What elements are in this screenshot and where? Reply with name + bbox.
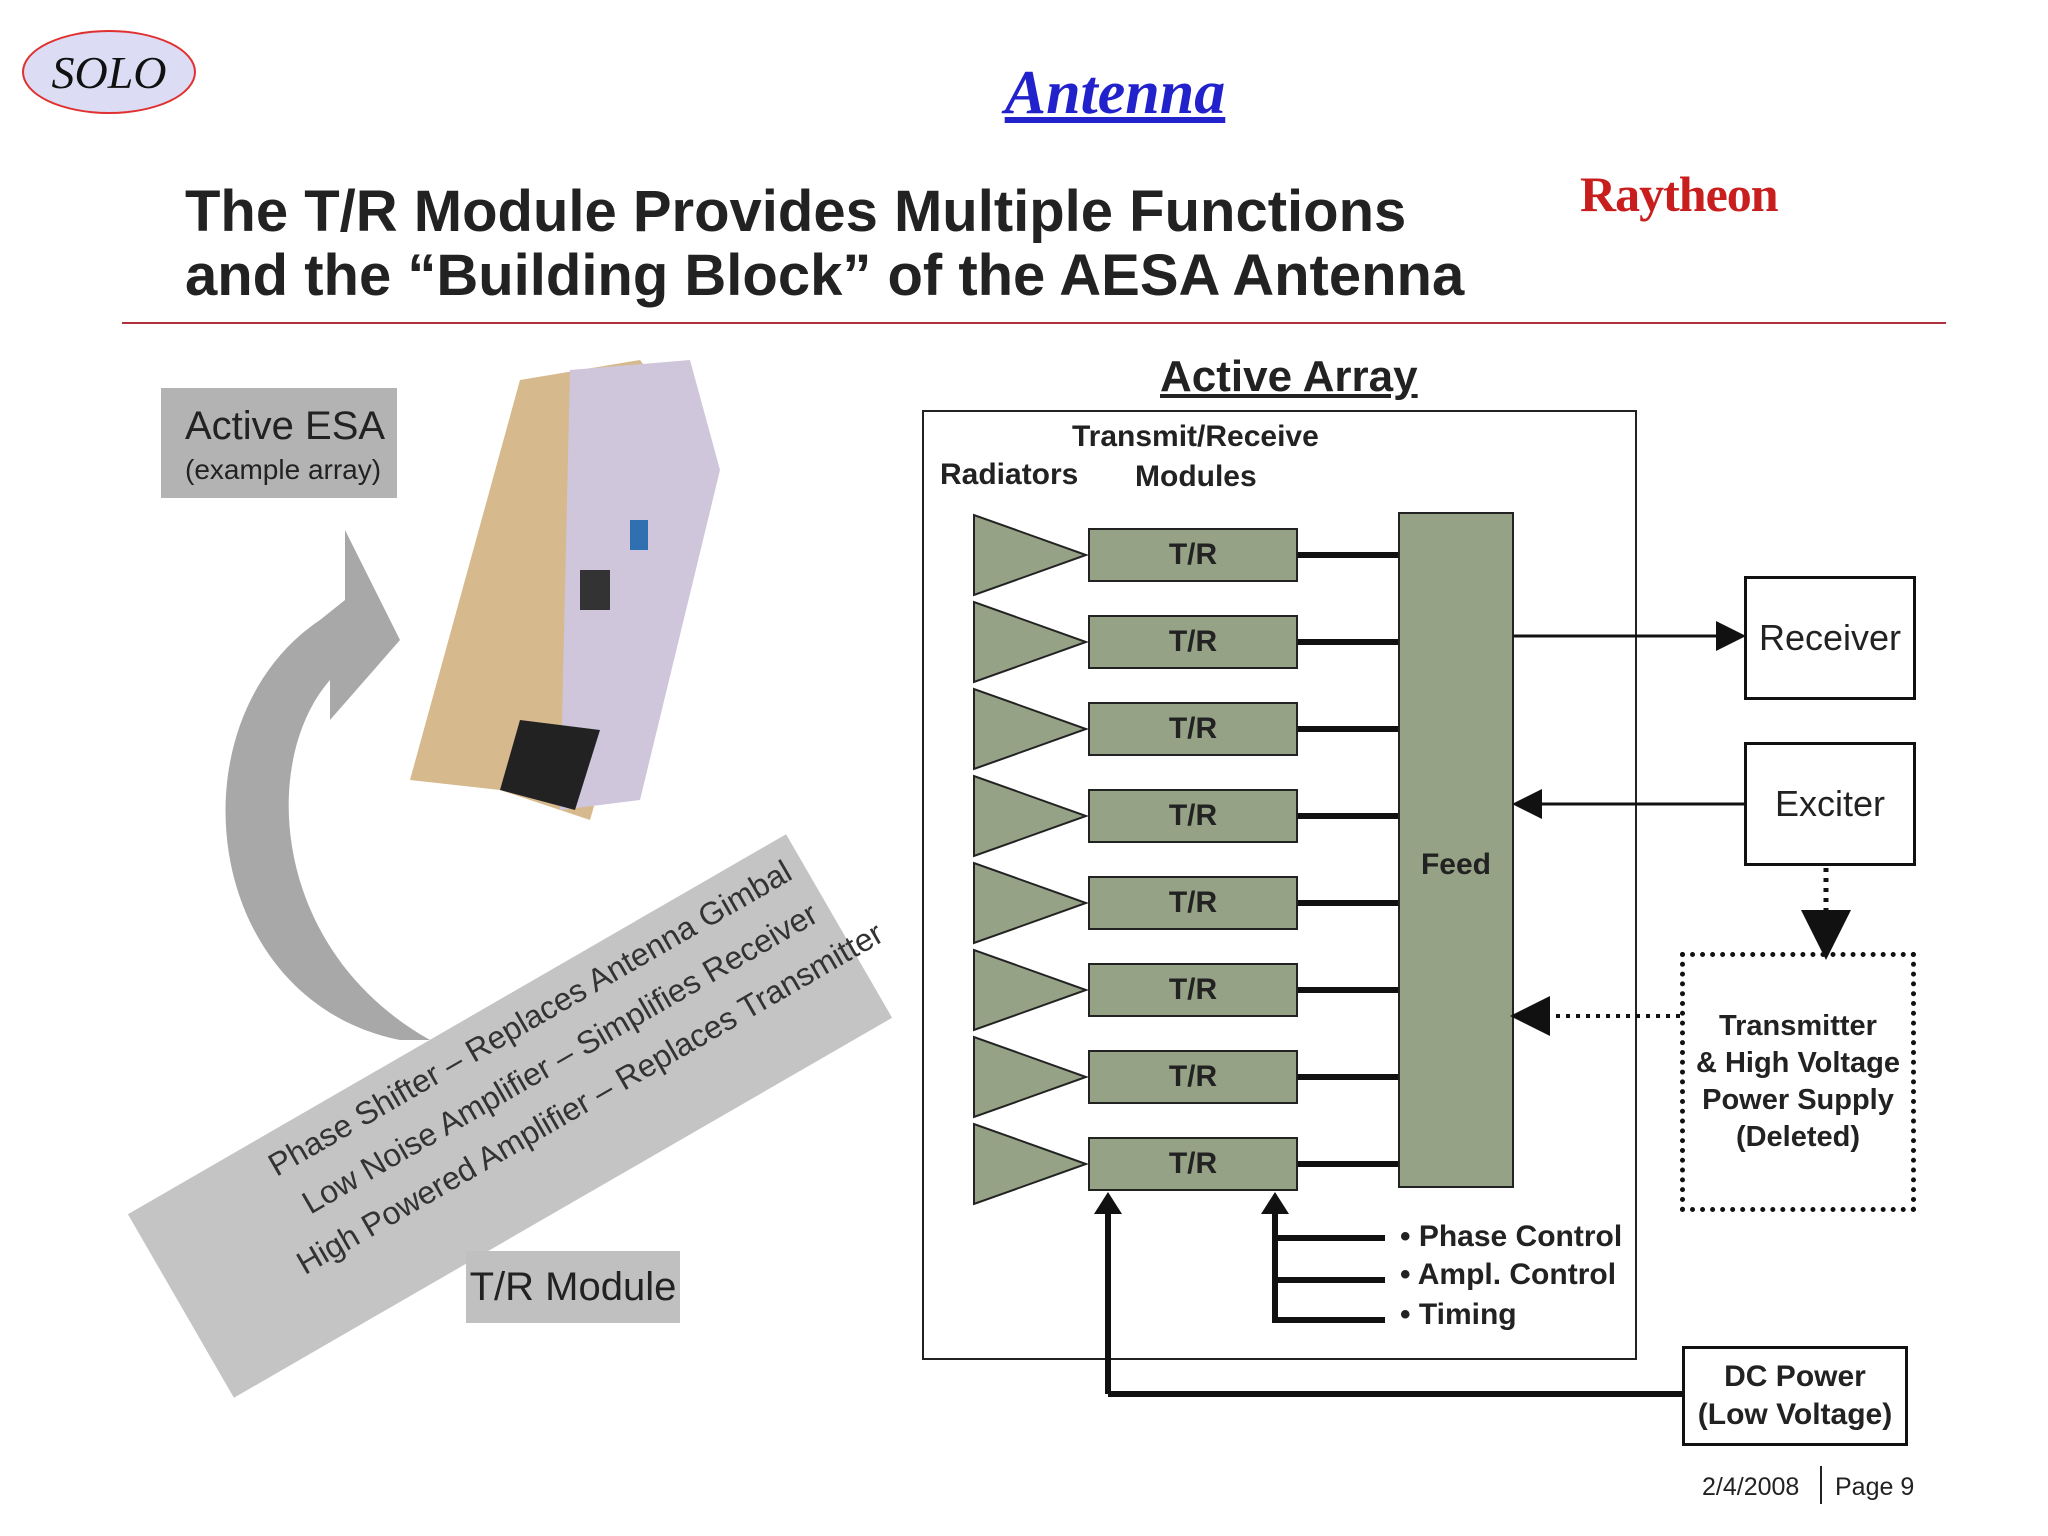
control-arrow-icon bbox=[1261, 1192, 1289, 1214]
tr-modules-header-line-2: Modules bbox=[1135, 460, 1257, 493]
dc-power-line-2: (Low Voltage) bbox=[1697, 1398, 1893, 1431]
feed-block bbox=[1398, 512, 1514, 1188]
slide-title: The T/R Module Provides Multiple Functio… bbox=[185, 180, 1585, 308]
transmitter-deleted-box: Transmitter & High Voltage Power Supply … bbox=[1680, 952, 1916, 1212]
tr-feed-connector-4 bbox=[1298, 813, 1400, 819]
slide-title-line-2: and the “Building Block” of the AESA Ant… bbox=[185, 243, 1465, 308]
page-title: Antenna bbox=[1004, 59, 1226, 127]
slide-title-line-1: The T/R Module Provides Multiple Functio… bbox=[185, 179, 1407, 244]
tr-feed-connector-8 bbox=[1298, 1161, 1400, 1167]
tr-feed-connector-1 bbox=[1298, 552, 1400, 558]
exciter-box: Exciter bbox=[1744, 742, 1916, 866]
raytheon-logo: Raytheon bbox=[1580, 166, 1779, 222]
tr-module-8: T/R bbox=[1088, 1137, 1298, 1191]
footer-date: 2/4/2008 bbox=[1702, 1473, 1800, 1501]
dc-power-line-1: DC Power bbox=[1724, 1360, 1866, 1393]
tr-module-5: T/R bbox=[1088, 876, 1298, 930]
radiator-4-icon bbox=[973, 774, 1089, 858]
active-esa-subtitle: (example array) bbox=[185, 454, 382, 485]
transmitter-line-2: & High Voltage bbox=[1695, 1047, 1901, 1079]
tr-feed-connector-3 bbox=[1298, 726, 1400, 732]
active-array-title: Active Array bbox=[1160, 352, 1418, 401]
radiator-3-icon bbox=[973, 687, 1089, 771]
control-lines bbox=[1272, 1198, 1385, 1323]
control-phase: • Phase Control bbox=[1400, 1220, 1623, 1253]
feed-label: Feed bbox=[1420, 848, 1492, 881]
tr-feed-connector-2 bbox=[1298, 639, 1400, 645]
active-array-box bbox=[922, 410, 1637, 1360]
tr-feed-connector-6 bbox=[1298, 987, 1400, 993]
active-esa-label: Active ESA (example array) bbox=[161, 388, 397, 498]
curved-arrow-icon bbox=[225, 530, 430, 1040]
tr-module-6: T/R bbox=[1088, 963, 1298, 1017]
solo-badge: SOLO bbox=[22, 30, 196, 114]
radiator-7-icon bbox=[973, 1035, 1089, 1119]
tr-module-7: T/R bbox=[1088, 1050, 1298, 1104]
receiver-box: Receiver bbox=[1744, 576, 1916, 700]
radiator-5-icon bbox=[973, 861, 1089, 945]
transmitter-line-4: (Deleted) bbox=[1735, 1121, 1861, 1153]
radiator-8-icon bbox=[973, 1122, 1089, 1206]
tr-module-4: T/R bbox=[1088, 789, 1298, 843]
dc-power-arrow-icon bbox=[1094, 1192, 1122, 1214]
radiator-list bbox=[973, 513, 1089, 1206]
footer-divider bbox=[1820, 1466, 1822, 1504]
tr-module-3: T/R bbox=[1088, 702, 1298, 756]
control-amplitude: • Ampl. Control bbox=[1400, 1258, 1617, 1291]
radiator-6-icon bbox=[973, 948, 1089, 1032]
tr-module-2: T/R bbox=[1088, 615, 1298, 669]
dc-power-lines bbox=[1105, 1198, 1682, 1397]
radiator-1-icon bbox=[973, 513, 1089, 597]
dc-power-box: DC Power (Low Voltage) bbox=[1682, 1346, 1908, 1446]
tr-modules-header-line-1: Transmit/Receive bbox=[1072, 420, 1319, 453]
tr-module-1: T/R bbox=[1088, 528, 1298, 582]
tr-module-label: T/R Module bbox=[466, 1251, 680, 1323]
tr-module-photo-icon bbox=[410, 360, 720, 820]
transmitter-line-3: Power Supply bbox=[1702, 1084, 1894, 1116]
active-esa-title: Active ESA bbox=[185, 404, 386, 448]
control-timing: • Timing bbox=[1400, 1298, 1517, 1331]
tr-feed-connector-5 bbox=[1298, 900, 1400, 906]
title-divider bbox=[122, 322, 1946, 324]
transmitter-line-1: Transmitter bbox=[1719, 1010, 1877, 1042]
radiators-header: Radiators bbox=[940, 458, 1079, 491]
tr-feed-connector-7 bbox=[1298, 1074, 1400, 1080]
radiator-2-icon bbox=[973, 600, 1089, 684]
footer-page: Page 9 bbox=[1835, 1473, 1915, 1501]
